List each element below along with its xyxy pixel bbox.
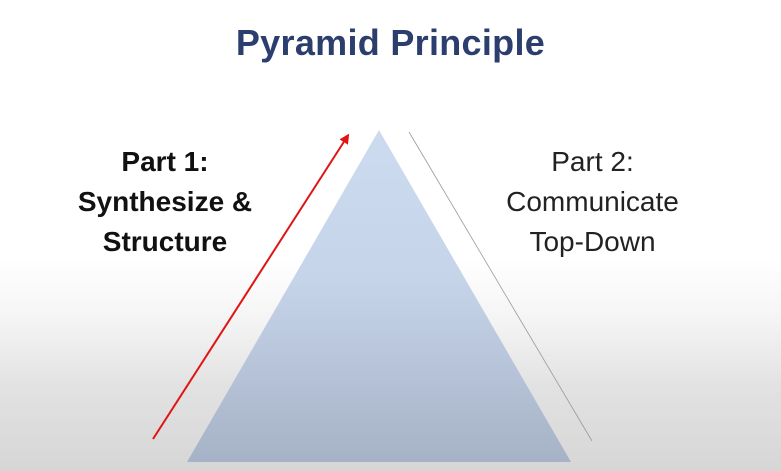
part-2-line-3: Top-Down [529, 226, 656, 257]
slide-title: Pyramid Principle [235, 22, 546, 63]
part-1-line-2: Synthesize & [77, 186, 253, 217]
part-2-line-2: Communicate [506, 186, 679, 217]
top-down-line [408, 131, 593, 442]
part-2-heading: Part 2: [551, 146, 634, 177]
pyramid-triangle [187, 130, 571, 462]
part-1-label: Part 1: Synthesize & Structure [40, 142, 290, 262]
bottom-up-arrow [152, 133, 350, 440]
part-2-label: Part 2: Communicate Top-Down [470, 142, 715, 262]
part-1-line-3: Structure [102, 226, 228, 257]
part-1-heading: Part 1: [121, 146, 209, 177]
